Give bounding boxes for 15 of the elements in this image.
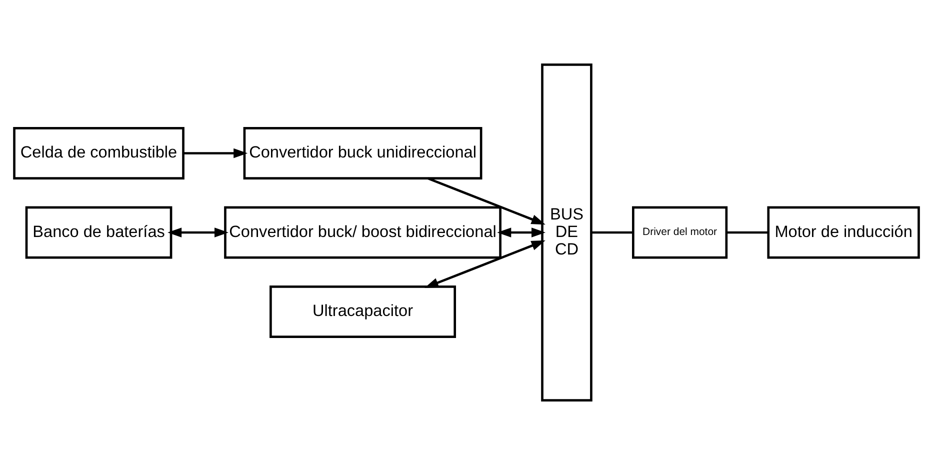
arrow [496,228,546,238]
node-box: Motor de inducción [766,206,920,259]
arrow [424,240,545,288]
connector [590,231,632,234]
node-box: Celda de combustible [12,127,184,180]
arrow [167,228,228,238]
arrow [182,148,248,158]
connector [726,231,768,234]
node-box: Convertidor buck unidireccional [242,127,482,180]
node-box: Driver del motor [632,206,728,259]
node-box: Banco de baterías [24,206,172,259]
arrow [426,177,545,225]
node-box: Convertidor buck/ boost bidireccional [224,206,501,259]
node-box: BUS DE CD [540,64,592,402]
node-box: Ultracapacitor [269,286,456,338]
